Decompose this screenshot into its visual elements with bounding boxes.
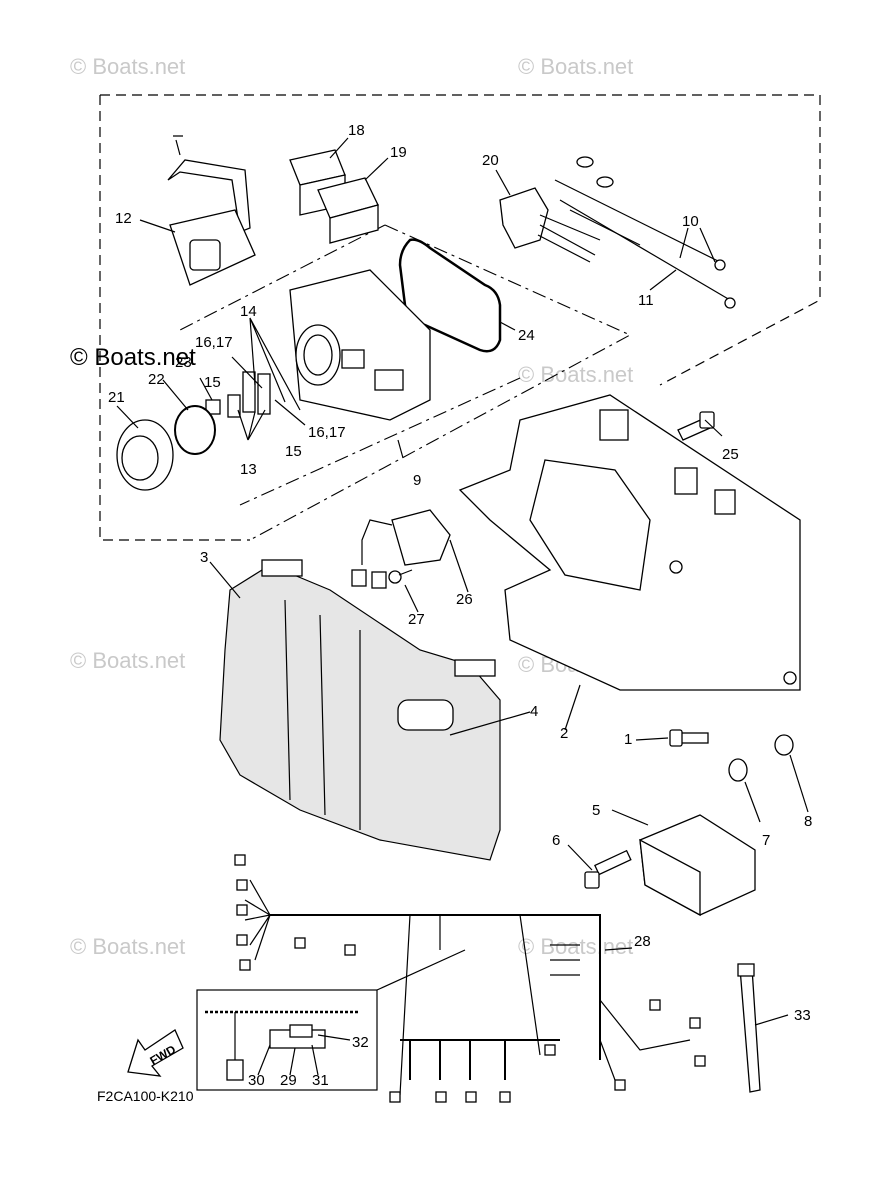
callout-9: 9: [413, 472, 421, 489]
watermark-top-left: © Boats.net: [70, 54, 186, 79]
callout-7: 7: [762, 832, 770, 849]
watermark-mid-center: © Boats.net: [518, 362, 634, 387]
part-26-sensor: [351, 509, 451, 589]
callout-16-17-a: 16,17: [195, 334, 233, 351]
part-20-coil: [499, 187, 601, 263]
part-19-relay: [317, 177, 379, 244]
part-21-cap: [116, 419, 174, 491]
callout-11: 11: [638, 292, 654, 309]
part-24-gasket: [398, 238, 502, 353]
callout-24: 24: [518, 327, 535, 344]
callout-23: 23: [175, 354, 192, 371]
callout-27: 27: [408, 611, 425, 628]
assembly-boundary: [99, 94, 821, 541]
callout-31: 31: [312, 1072, 329, 1089]
callout-33: 33: [794, 1007, 811, 1024]
diagram-code: F2CA100-K210: [97, 1088, 194, 1104]
callout-19: 19: [390, 144, 407, 161]
callout-6: 6: [552, 832, 560, 849]
callout-3: 3: [200, 549, 208, 566]
part-9-box: [289, 269, 431, 421]
callout-21: 21: [108, 389, 125, 406]
callout-20: 20: [482, 152, 499, 169]
callout-18: 18: [348, 122, 365, 139]
part-8-collar: [774, 734, 794, 756]
callout-22: 22: [148, 371, 165, 388]
callout-15-b: 15: [285, 443, 302, 460]
part-13-17-fuses: [205, 371, 271, 418]
callout-25: 25: [722, 446, 739, 463]
part-5-ecu: [639, 814, 756, 917]
callout-14: 14: [240, 303, 257, 320]
callout-15-a: 15: [204, 374, 221, 391]
watermark-top-right: © Boats.net: [518, 54, 634, 79]
callout-1: 1: [624, 731, 632, 748]
watermark-mid-left: © Boats.net: [70, 344, 196, 371]
part-22-oring: [174, 405, 216, 455]
watermark-bottom-center: © Boats.net: [518, 934, 634, 959]
inner-boundary: [179, 224, 632, 541]
part-25-bolt: [677, 411, 715, 441]
part-33-cable-tie: [737, 963, 761, 1093]
part-2-housing: [458, 394, 801, 691]
part-7-grommet: [728, 758, 748, 782]
callout-5: 5: [592, 802, 600, 819]
callout-12: 12: [115, 210, 132, 227]
part-1-bolt: [669, 729, 709, 747]
leader-lines: [116, 137, 809, 1076]
callout-32: 32: [352, 1034, 369, 1051]
part-3-cover: [219, 559, 501, 861]
watermark-lower-left: © Boats.net: [70, 648, 186, 673]
part-28-harness: [234, 854, 706, 1103]
callout-29: 29: [280, 1072, 297, 1089]
callout-2: 2: [560, 725, 568, 742]
callout-8: 8: [804, 813, 812, 830]
inset-detail: [196, 949, 466, 1091]
fwd-arrow-icon: FWD: [127, 1029, 184, 1077]
callout-4: 4: [530, 703, 538, 720]
callout-30: 30: [248, 1072, 265, 1089]
callout-10: 10: [682, 213, 699, 230]
callout-26: 26: [456, 591, 473, 608]
callout-28: 28: [634, 933, 651, 950]
watermark-bottom-left: © Boats.net: [70, 934, 186, 959]
part-6-bolt: [584, 849, 632, 889]
callout-16-17-b: 16,17: [308, 424, 346, 441]
callout-13: 13: [240, 461, 257, 478]
part-10-11-leads: [554, 156, 736, 309]
part-12-cover: [167, 135, 256, 286]
part-27-screw: [388, 569, 413, 584]
